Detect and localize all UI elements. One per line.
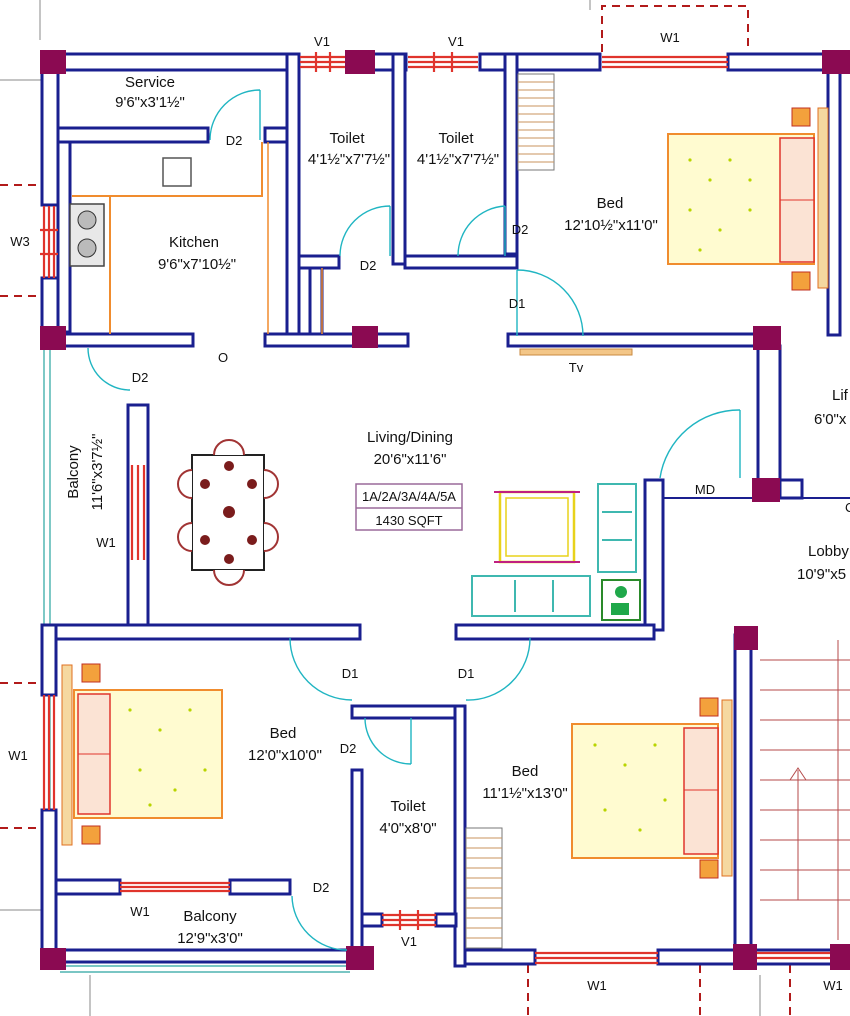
room-name: Toilet [438, 130, 474, 147]
column [734, 626, 758, 650]
window-projections [0, 5, 791, 1016]
tag-d1: D1 [458, 666, 475, 681]
room-dim: 4'1½"x7'7½" [417, 151, 499, 168]
tag-md: MD [695, 482, 715, 497]
room-name: Lobby [808, 543, 849, 560]
room-name: Bed [512, 763, 539, 780]
columns [40, 50, 850, 970]
tag-v1: V1 [314, 34, 330, 49]
room-dim: 20'6"x11'6" [374, 451, 447, 468]
tag-w1: W1 [587, 978, 607, 993]
tag-w1: W1 [8, 748, 28, 763]
room-dim: 9'6"x3'1½" [115, 94, 185, 111]
column [830, 944, 850, 970]
room-dim: 12'9"x3'0" [177, 930, 243, 947]
tag-w1: W1 [660, 30, 680, 45]
sink [162, 157, 192, 187]
tag-w3: W3 [10, 234, 30, 249]
bed-left [61, 663, 223, 846]
room-dim: 11'6"x3'7½" [89, 434, 106, 511]
room-name: Lif [832, 387, 849, 404]
tag-c: C [845, 500, 850, 515]
windows [40, 52, 830, 965]
room-name: Bed [597, 195, 624, 212]
info-area: 1430 SQFT [375, 513, 442, 528]
column [40, 50, 66, 74]
column [345, 50, 375, 74]
tag-d2: D2 [512, 222, 529, 237]
tag-w1: W1 [823, 978, 843, 993]
stairs-right [465, 827, 503, 949]
column [346, 946, 374, 970]
room-name: Living/Dining [367, 429, 453, 446]
column [733, 944, 757, 970]
tag-tv: Tv [569, 360, 584, 375]
tag-d2: D2 [313, 880, 330, 895]
column [753, 326, 781, 350]
tag-d2: D2 [340, 741, 357, 756]
room-dim: 11'1½"x13'0" [482, 785, 567, 802]
room-dim: 12'10½"x11'0" [564, 217, 658, 234]
stairs-top [517, 73, 555, 171]
column [40, 948, 66, 970]
tag-d2: D2 [132, 370, 149, 385]
room-dim: 10'9"x5 [797, 566, 846, 583]
column [40, 326, 66, 350]
tag-w1: W1 [96, 535, 116, 550]
room-name: Service [125, 74, 175, 91]
tag-v1: V1 [448, 34, 464, 49]
column [752, 478, 780, 502]
room-dim: 9'6"x7'10½" [158, 256, 236, 273]
sofa-set [471, 483, 641, 621]
tag-d2: D2 [226, 133, 243, 148]
tag-w1: W1 [130, 904, 150, 919]
room-dim: 6'0"x [814, 411, 847, 428]
info-box: 1A/2A/3A/4A/5A 1430 SQFT [355, 483, 463, 531]
column [822, 50, 850, 74]
kitchen-counter [69, 142, 263, 334]
walls [40, 52, 850, 968]
room-dim: 4'1½"x7'7½" [308, 151, 390, 168]
outer-guides [0, 0, 761, 1016]
tag-d1: D1 [509, 296, 526, 311]
room-name: Toilet [329, 130, 365, 147]
tag-o: O [218, 350, 228, 365]
info-units: 1A/2A/3A/4A/5A [362, 489, 456, 504]
room-labels: Service 9'6"x3'1½" Toilet 4'1½"x7'7½" To… [65, 74, 849, 947]
bed-pattern [128, 158, 752, 832]
room-dim: 4'0"x8'0" [379, 820, 436, 837]
room-name: Balcony [65, 445, 82, 499]
bed-right [571, 697, 733, 879]
door-swings [87, 89, 741, 951]
room-name: Bed [270, 725, 297, 742]
lobby-stairs [760, 640, 850, 940]
room-name: Kitchen [169, 234, 219, 251]
dining-table [177, 439, 279, 586]
room-name: Toilet [390, 798, 426, 815]
column [352, 326, 378, 348]
master-bed [667, 107, 829, 291]
tag-d1: D1 [342, 666, 359, 681]
tv-unit [519, 348, 633, 356]
tag-d2: D2 [360, 258, 377, 273]
room-dim: 12'0"x10'0" [248, 747, 322, 764]
room-name: Balcony [183, 908, 237, 925]
coffee-table [494, 490, 580, 564]
opening-tags: V1 V1 W1 D2 D2 D2 D1 W3 O Tv D2 W1 MD C … [8, 30, 850, 993]
tag-v1: V1 [401, 934, 417, 949]
